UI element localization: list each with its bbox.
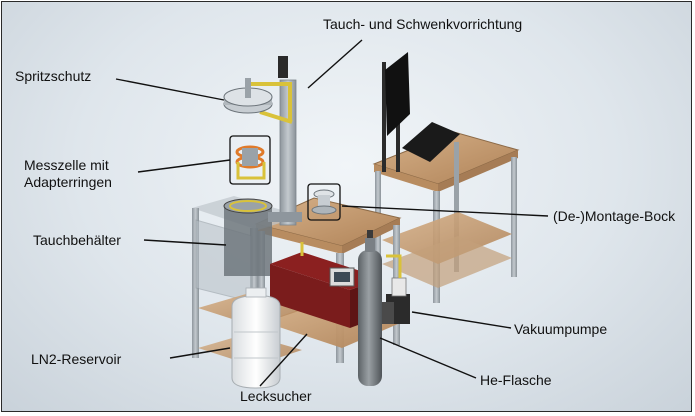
label-messzelle-line1: Messzelle mit: [24, 157, 154, 174]
label-spritzschutz: Spritzschutz: [15, 68, 91, 85]
ln2-reservoir: [232, 288, 280, 388]
leader-vakuumpumpe: [412, 312, 511, 328]
label-tauchbehaelter: Tauchbehälter: [33, 232, 121, 249]
label-messzelle-line2: Adapterringen: [24, 174, 154, 191]
leader-tauch-schwenk: [308, 40, 362, 88]
measuring-cell: [230, 136, 270, 184]
label-messzelle: Messzelle mit Adapterringen: [24, 157, 154, 191]
label-montage-bock: (De-)Montage-Bock: [553, 208, 675, 225]
leader-he-flasche: [380, 338, 476, 378]
label-he-flasche: He-Flasche: [480, 372, 552, 389]
label-vakuumpumpe: Vakuumpumpe: [514, 321, 607, 338]
leader-spritzschutz: [116, 79, 224, 100]
label-tauch-schwenkvorrichtung: Tauch- und Schwenkvorrichtung: [323, 16, 522, 33]
label-lecksucher: Lecksucher: [240, 388, 312, 405]
label-ln2-reservoir: LN2-Reservoir: [31, 351, 121, 368]
helium-cylinder: [358, 230, 382, 386]
immersion-vessel: [224, 199, 272, 276]
